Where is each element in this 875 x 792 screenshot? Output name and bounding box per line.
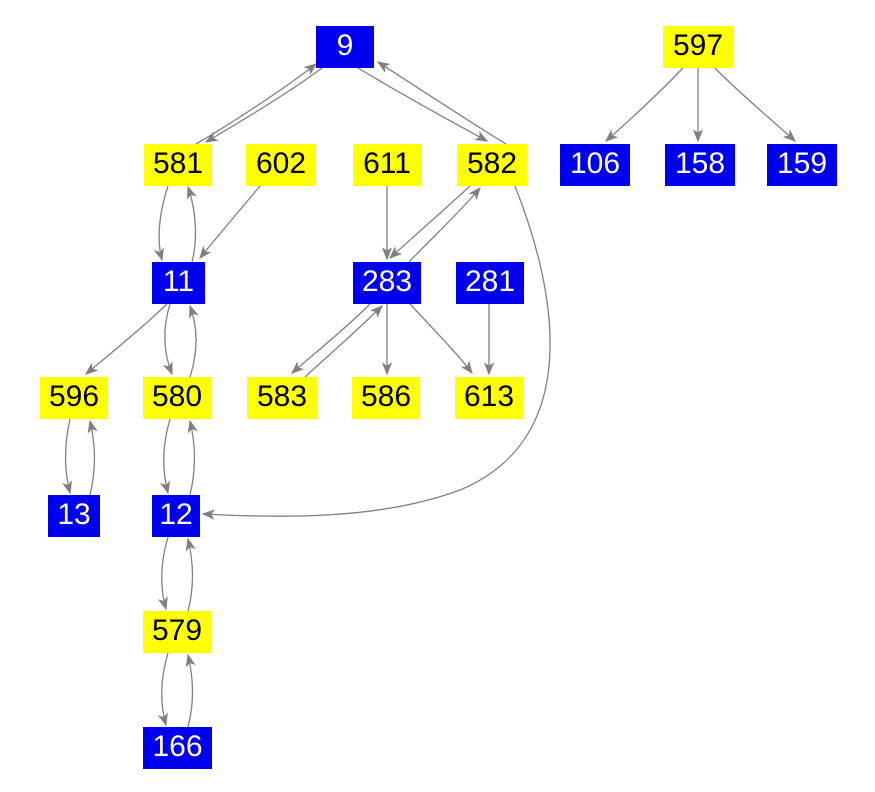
graph-node-613[interactable]: 613 [455,377,523,419]
edges-group [62,61,796,728]
graph-edge [291,303,371,374]
graph-node-597[interactable]: 597 [663,26,733,68]
graph-edge [714,67,796,142]
graph-node-label: 579 [151,614,203,647]
graph-edge [408,187,481,263]
graph-edge [186,185,197,263]
graph-edge [185,653,196,728]
graph-node-580[interactable]: 580 [143,377,211,419]
graph-node-label: 581 [152,147,204,180]
graph-node-label: 281 [464,265,516,298]
graph-node-583[interactable]: 583 [247,377,317,419]
graph-node-283[interactable]: 283 [353,262,421,304]
graph-node-586[interactable]: 586 [352,377,420,419]
graph-node-label: 611 [363,147,411,180]
graph-node-12[interactable]: 12 [152,495,200,537]
graph-edge [62,418,73,495]
graph-node-label: 158 [674,147,726,180]
graph-node-596[interactable]: 596 [40,377,108,419]
graph-edge [185,537,196,612]
graph-node-label: 166 [152,730,203,763]
graph-node-label: 582 [466,147,518,180]
graph-node-label: 586 [360,380,412,413]
graph-node-582[interactable]: 582 [457,144,527,186]
graph-node-label: 13 [57,498,91,531]
graph-node-label: 9 [336,29,354,62]
graph-node-281[interactable]: 281 [456,262,524,304]
graph-node-611[interactable]: 611 [353,144,421,186]
graph-edge [199,185,261,260]
graph-node-166[interactable]: 166 [143,727,212,769]
graph-node-label: 11 [162,265,195,298]
graph-node-label: 583 [256,380,308,413]
graph-edge [201,185,551,520]
graph-edge [160,418,171,495]
graph-edge [162,303,173,376]
graph-node-106[interactable]: 106 [560,144,630,186]
graph-node-label: 613 [463,380,515,413]
graph-node-label: 159 [776,147,828,180]
graph-node-159[interactable]: 159 [767,144,837,186]
graph-edge [389,185,471,259]
graph-edge [85,303,168,375]
graph-node-158[interactable]: 158 [665,144,735,186]
graph-edge [157,536,169,611]
graph-edge [304,305,383,378]
graph-node-11[interactable]: 11 [152,262,205,304]
graph-edge [87,419,98,496]
graph-edge [187,419,198,496]
graph-edge [189,304,199,378]
graph-node-579[interactable]: 579 [143,611,211,653]
graph-node-label: 106 [569,147,621,180]
graph-edge [376,61,507,145]
graph-edge [357,67,489,142]
graph-node-label: 596 [48,380,100,413]
graph-edge [204,67,323,143]
graph-node-label: 12 [159,498,193,531]
graph-node-9[interactable]: 9 [316,26,374,68]
graph-node-label: 597 [672,29,724,62]
graph-node-13[interactable]: 13 [48,495,100,537]
graph-node-602[interactable]: 602 [246,144,316,186]
graph-edge [605,67,684,142]
graph-edge [153,185,169,262]
graph-edge [409,303,473,375]
graph-node-581[interactable]: 581 [144,144,212,186]
graph-node-label: 580 [151,380,203,413]
graph-node-label: 283 [361,265,413,298]
graph-node-label: 602 [255,147,307,180]
graph-edge [195,63,318,145]
graph-edge [157,652,169,727]
